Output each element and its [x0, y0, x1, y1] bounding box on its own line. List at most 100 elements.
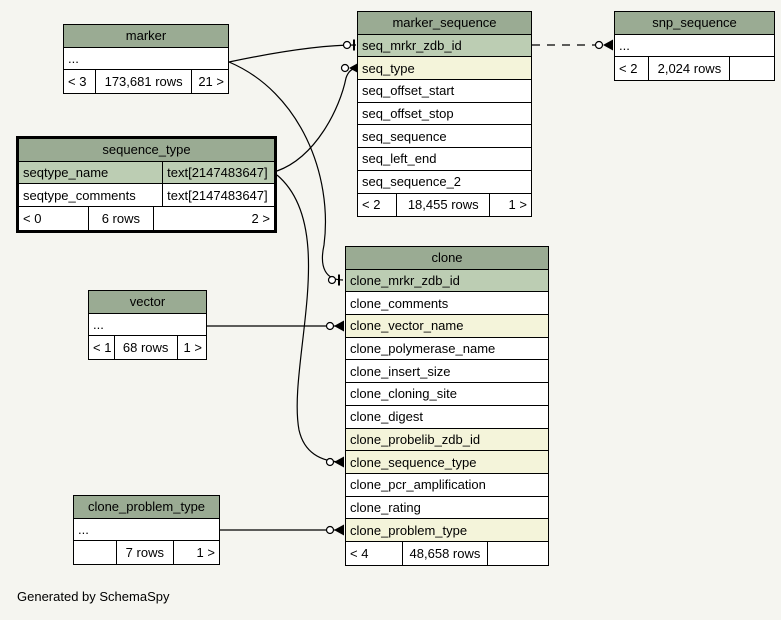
schemaspy-credit: Generated by SchemaSpy: [17, 589, 170, 604]
edge-vector-to-clone-clone_vector_name: [207, 320, 344, 332]
footer-cell-clone_problem_type-1: 7 rows: [116, 541, 173, 565]
column-row-clone-clone_polymerase_name: clone_polymerase_name: [346, 337, 548, 361]
zero-circle-icon: [327, 275, 337, 285]
table-header-vector[interactable]: vector: [89, 291, 206, 314]
column-row-clone-clone_pcr_amplification: clone_pcr_amplification: [346, 473, 548, 497]
column-type: text[2147483647]: [162, 184, 274, 207]
column-row-clone-clone_problem_type: clone_problem_type: [346, 519, 548, 542]
column-row-clone-clone_mrkr_zdb_id: clone_mrkr_zdb_id: [346, 269, 548, 293]
column-row-marker-ellipsis: ...: [64, 47, 228, 71]
column-row-marker_sequence-seq_offset_stop: seq_offset_stop: [358, 102, 531, 126]
column-row-snp_sequence-ellipsis: ...: [615, 34, 774, 58]
zero-circle-icon: [340, 63, 350, 73]
column-row-marker_sequence-seq_mrkr_zdb_id: seq_mrkr_zdb_id: [358, 34, 531, 58]
column-name: ...: [78, 522, 89, 538]
footer-cell-clone-1: 48,658 rows: [401, 541, 488, 565]
edge-marker-to-clone-clone_mrkr_zdb_id: [228, 61, 344, 286]
crow-foot-icon: [334, 320, 344, 332]
column-name: seq_type: [362, 60, 415, 76]
table-header-marker[interactable]: marker: [64, 25, 228, 48]
column-name: ...: [68, 51, 79, 67]
table-header-sequence_type[interactable]: sequence_type: [19, 139, 274, 162]
footer-cell-clone_problem_type-2: 1 >: [172, 541, 219, 565]
footer-cell-sequence_type-0: < 0: [23, 210, 42, 226]
column-row-clone-clone_rating: clone_rating: [346, 496, 548, 520]
column-row-marker_sequence-seq_left_end: seq_left_end: [358, 148, 531, 171]
column-name: clone_pcr_amplification: [350, 477, 486, 493]
column-row-clone-clone_digest: clone_digest: [346, 405, 548, 429]
edge-clone_problem_type-to-clone-clone_problem_type: [220, 524, 344, 536]
crow-foot-icon: [334, 456, 344, 468]
footer-cell-vector-1: 68 rows: [113, 336, 177, 360]
footer-cell-marker_sequence-0: < 2: [362, 197, 381, 213]
zero-circle-icon: [342, 40, 352, 50]
column-name: clone_probelib_zdb_id: [350, 431, 481, 447]
crow-foot-icon: [603, 39, 613, 51]
edge-sequence_type-to-clone-clone_sequence_type: [276, 174, 344, 468]
table-header-clone_problem_type[interactable]: clone_problem_type: [74, 496, 219, 519]
footer-cell-marker-2: 21 >: [191, 70, 228, 94]
column-name: ...: [619, 38, 630, 54]
column-row-clone-clone_cloning_site: clone_cloning_site: [346, 383, 548, 406]
table-header-snp_sequence[interactable]: snp_sequence: [615, 12, 774, 35]
footer-cell-snp_sequence-1: 2,024 rows: [648, 57, 729, 81]
footer-cell-sequence_type-1: 6 rows: [87, 207, 153, 230]
column-row-marker_sequence-seq_offset_start: seq_offset_start: [358, 80, 531, 103]
zero-circle-icon: [594, 40, 604, 50]
column-name: seqtype_name: [23, 165, 109, 181]
column-row-clone-clone_sequence_type: clone_sequence_type: [346, 451, 548, 474]
column-row-clone-clone_comments: clone_comments: [346, 292, 548, 316]
footer-cell-marker_sequence-1: 18,455 rows: [396, 193, 489, 217]
column-name: clone_insert_size: [350, 363, 451, 379]
column-name: clone_vector_name: [350, 318, 464, 334]
zero-circle-icon: [325, 321, 335, 331]
table-header-marker_sequence[interactable]: marker_sequence: [358, 12, 531, 35]
footer-cell-snp_sequence-0: < 2: [619, 61, 638, 77]
column-name: clone_rating: [350, 499, 421, 515]
column-name: seq_mrkr_zdb_id: [362, 38, 462, 54]
footer-cell-marker-1: 173,681 rows: [95, 70, 191, 94]
column-name: seq_offset_start: [362, 83, 455, 99]
footer-cell-sequence_type-2: 2 >: [152, 207, 274, 230]
column-name: seq_sequence_2: [362, 174, 462, 190]
table-footer-clone: < 4 48,658 rows: [346, 541, 548, 565]
column-name: clone_polymerase_name: [350, 341, 496, 357]
column-row-marker_sequence-seq_sequence: seq_sequence: [358, 125, 531, 149]
column-row-marker_sequence-seq_sequence_2: seq_sequence_2: [358, 170, 531, 194]
footer-cell-marker-0: < 3: [68, 74, 87, 90]
column-name: seq_offset_stop: [362, 106, 454, 122]
column-row-clone-clone_insert_size: clone_insert_size: [346, 360, 548, 384]
column-row-clone-clone_vector_name: clone_vector_name: [346, 315, 548, 338]
column-name: seq_sequence: [362, 128, 447, 144]
column-name: ...: [93, 317, 104, 333]
column-name: clone_sequence_type: [350, 454, 477, 470]
column-row-vector-ellipsis: ...: [89, 313, 206, 337]
footer-cell-vector-2: 1 >: [176, 336, 206, 360]
crow-foot-icon: [334, 524, 344, 536]
footer-cell-snp_sequence-2: [729, 57, 774, 81]
column-name: clone_digest: [350, 409, 423, 425]
footer-cell-marker_sequence-2: 1 >: [489, 193, 531, 217]
crow-foot-icon: [349, 62, 359, 74]
table-snp_sequence: snp_sequence... < 2 2,024 rows: [614, 11, 775, 82]
table-header-clone[interactable]: clone: [346, 247, 548, 270]
edge-marker-to-marker_sequence-seq_mrkr_zdb_id: [228, 39, 357, 63]
footer-cell-clone-2: [487, 541, 548, 565]
column-row-clone_problem_type-ellipsis: ...: [74, 518, 219, 542]
table-footer-snp_sequence: < 2 2,024 rows: [615, 57, 774, 81]
column-name: clone_mrkr_zdb_id: [350, 273, 460, 289]
edge-marker_sequence-to-snp_sequence: [532, 39, 613, 51]
footer-cell-clone-0: < 4: [350, 545, 369, 561]
